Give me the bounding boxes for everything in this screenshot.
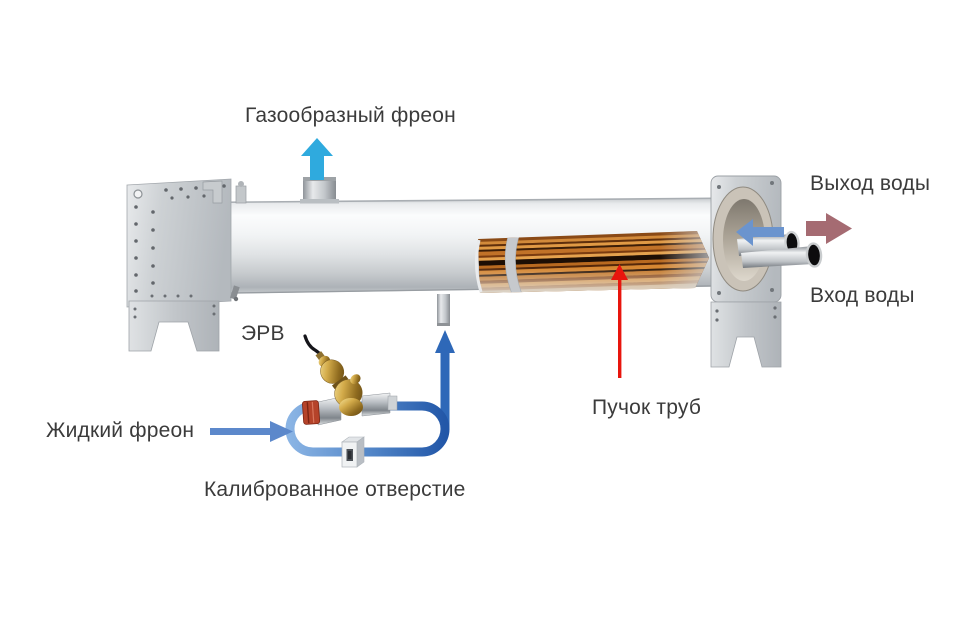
liquid-flow-arrow: [210, 421, 293, 442]
flange-bolt-holes: [134, 184, 226, 293]
gas-outlet-nozzle: [300, 177, 339, 204]
baffle-plate: [504, 232, 523, 293]
top-bracket: [202, 180, 247, 204]
valve-red-nut: [302, 400, 321, 425]
right-flange: [710, 175, 782, 368]
valve-union-right: [361, 392, 391, 417]
label-water-in: Вход воды: [810, 284, 915, 307]
water-pipes: [737, 230, 823, 268]
left-support-leg: [128, 294, 220, 352]
label-water-out: Выход воды: [810, 172, 931, 195]
label-orifice: Калиброванное отверстие: [204, 478, 466, 501]
label-tube-bundle: Пучок труб: [592, 396, 702, 419]
bundle-pointer-arrow: [611, 264, 628, 378]
pipe-open-end: [805, 242, 823, 268]
left-flange: [126, 178, 232, 352]
label-liquid-freon: Жидкий фреон: [46, 419, 195, 442]
orifice-plate: [341, 436, 365, 468]
riser-arrow: [435, 330, 455, 353]
liquid-inlet-stub: [437, 294, 450, 326]
valve-center-body: [339, 398, 363, 416]
water-pipe-lower: [741, 246, 814, 268]
water-out-flow-arrow: [806, 213, 852, 244]
water-in-flow-arrow: [736, 219, 784, 246]
label-erv: ЭРВ: [241, 322, 285, 345]
gas-flow-arrow: [301, 138, 333, 180]
lifting-hole: [133, 189, 143, 199]
shell-drain-fitting: [229, 285, 240, 302]
label-gas-freon: Газообразный фреон: [245, 104, 456, 127]
expansion-valve: [302, 334, 398, 426]
right-support-leg: [710, 301, 782, 368]
